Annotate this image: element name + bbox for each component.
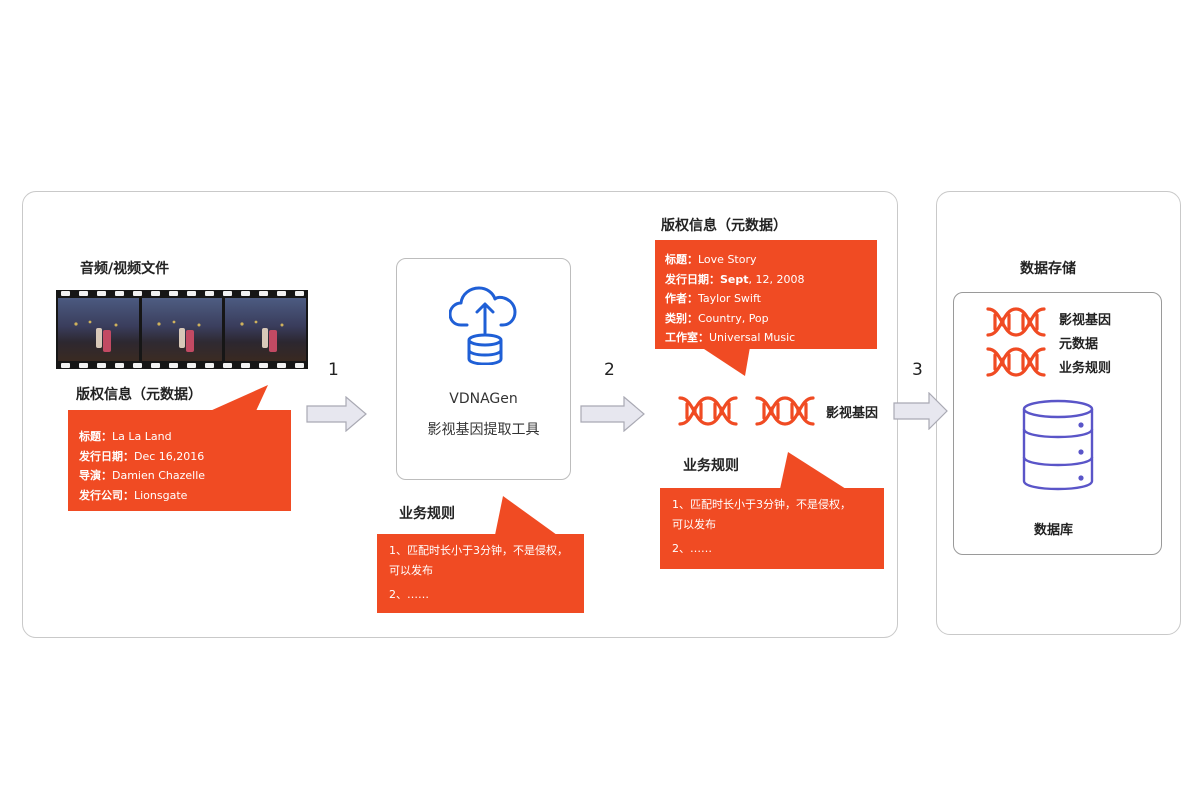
tool-subtitle: 影视基因提取工具 xyxy=(427,422,540,438)
middle-metadata-callout: 标题：Love Story 发行日期：Sept, 12, 2008 作者：Tay… xyxy=(655,240,877,349)
middle-callout-tail xyxy=(701,347,750,376)
middle-rules-tail xyxy=(780,452,846,489)
dna-icon xyxy=(678,396,738,426)
metadata-row: 发行日期：Dec 16,2016 xyxy=(79,449,205,463)
vdnagen-tool-box: VDNAGen 影视基因提取工具 xyxy=(396,258,571,480)
metadata-row: 发行公司：Lionsgate xyxy=(79,488,188,502)
middle-copyright-title: 版权信息（元数据） xyxy=(661,218,787,234)
step-2-label: 2 xyxy=(604,360,615,380)
step-2-arrow xyxy=(580,396,645,432)
metadata-row: 导演：Damien Chazelle xyxy=(79,469,206,482)
left-callout-tail xyxy=(210,385,268,411)
film-strip-image xyxy=(56,290,308,369)
step-1-label: 1 xyxy=(328,360,339,380)
left-metadata-callout: 标题：La La Land 发行日期：Dec 16,2016 导演：Damien… xyxy=(68,410,291,511)
dna-icon xyxy=(986,347,1046,377)
cloud-upload-database-icon xyxy=(449,286,517,365)
step-3-arrow xyxy=(893,392,948,430)
metadata-row: 标题：Love Story xyxy=(665,253,757,266)
rule-line: 1、匹配时长小于3分钟，不是侵权， xyxy=(672,498,851,511)
step-1-arrow xyxy=(306,396,367,432)
left-rules-tail xyxy=(495,496,557,535)
rule-line: 可以发布 xyxy=(672,518,716,531)
storage-item: 影视基因 xyxy=(1059,313,1112,328)
metadata-row: 标题：La La Land xyxy=(79,430,172,443)
gene-label: 影视基因 xyxy=(826,406,879,421)
media-file-title: 音频/视频文件 xyxy=(80,261,170,277)
storage-item: 业务规则 xyxy=(1059,361,1112,376)
left-copyright-title: 版权信息（元数据） xyxy=(76,387,202,403)
database-label: 数据库 xyxy=(1034,523,1074,538)
metadata-row: 发行日期：Sept, 12, 2008 xyxy=(665,272,805,286)
metadata-row: 作者：Taylor Swift xyxy=(665,292,761,305)
dna-icon xyxy=(755,396,815,426)
middle-rules-title: 业务规则 xyxy=(683,458,739,474)
middle-rules-callout: 1、匹配时长小于3分钟，不是侵权， 可以发布 2、…… xyxy=(660,488,884,569)
step-3-label: 3 xyxy=(912,360,923,380)
database-icon xyxy=(1022,399,1094,491)
left-rules-callout: 1、匹配时长小于3分钟，不是侵权， 可以发布 2、…… xyxy=(377,534,584,613)
dna-icon xyxy=(986,307,1046,337)
metadata-row: 工作室：Universal Music xyxy=(665,331,796,344)
rule-line: 2、…… xyxy=(389,588,429,601)
rule-line: 1、匹配时长小于3分钟，不是侵权， xyxy=(389,544,568,557)
storage-title: 数据存储 xyxy=(1020,261,1076,277)
metadata-row: 类别：Country, Pop xyxy=(665,311,769,325)
storage-item: 元数据 xyxy=(1059,337,1099,352)
rule-line: 2、…… xyxy=(672,542,712,555)
left-rules-title: 业务规则 xyxy=(399,506,455,522)
rule-line: 可以发布 xyxy=(389,564,433,577)
tool-name: VDNAGen xyxy=(449,391,518,407)
